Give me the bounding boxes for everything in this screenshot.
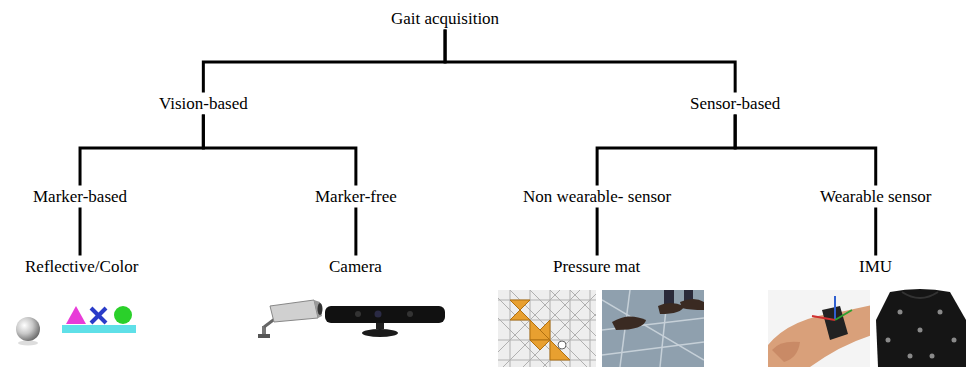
node-label: Marker-free (315, 186, 397, 207)
node-label: Marker-based (33, 186, 127, 207)
node-label: Camera (329, 256, 382, 277)
tree-connector (354, 209, 357, 254)
tree-node: Vision-based (154, 91, 253, 116)
node-label: Wearable sensor (820, 186, 931, 207)
tree-connector (203, 116, 356, 184)
tree-node: Gait acquisition (386, 6, 504, 31)
node-label: Vision-based (159, 93, 248, 114)
node-label: Reflective/Color (25, 256, 138, 277)
color-markers (62, 306, 136, 333)
tree-connector (445, 31, 735, 91)
node-label: IMU (859, 256, 892, 277)
tree-node: Pressure mat (548, 254, 645, 279)
security-camera (258, 300, 323, 338)
tree-node: Marker-based (28, 184, 132, 209)
tree-node: Marker-free (310, 184, 402, 209)
tree-node: Camera (324, 254, 387, 279)
tree-connector (80, 116, 203, 184)
tree-node: Wearable sensor (815, 184, 936, 209)
node-label: Gait acquisition (391, 8, 499, 29)
tree-connector (735, 116, 876, 184)
tree-node: Non wearable- sensor (518, 184, 676, 209)
reflective-marker (16, 317, 40, 346)
tree-node: Reflective/Color (20, 254, 143, 279)
node-label: Sensor-based (690, 93, 780, 114)
imu-suit (876, 289, 966, 367)
tree-connector (79, 209, 82, 254)
tree-connector (203, 31, 445, 91)
tree-connector (597, 116, 735, 184)
node-label: Pressure mat (553, 256, 640, 277)
tree-node: Sensor-based (685, 91, 785, 116)
tree-connector (874, 209, 877, 254)
tree-connector (596, 209, 599, 254)
pressure-mat-grid (498, 290, 596, 367)
tree-node: IMU (854, 254, 897, 279)
kinect-sensor (325, 306, 445, 337)
wrist-imu (768, 290, 870, 367)
node-label: Non wearable- sensor (523, 186, 671, 207)
pressure-mat-photo (602, 290, 704, 367)
